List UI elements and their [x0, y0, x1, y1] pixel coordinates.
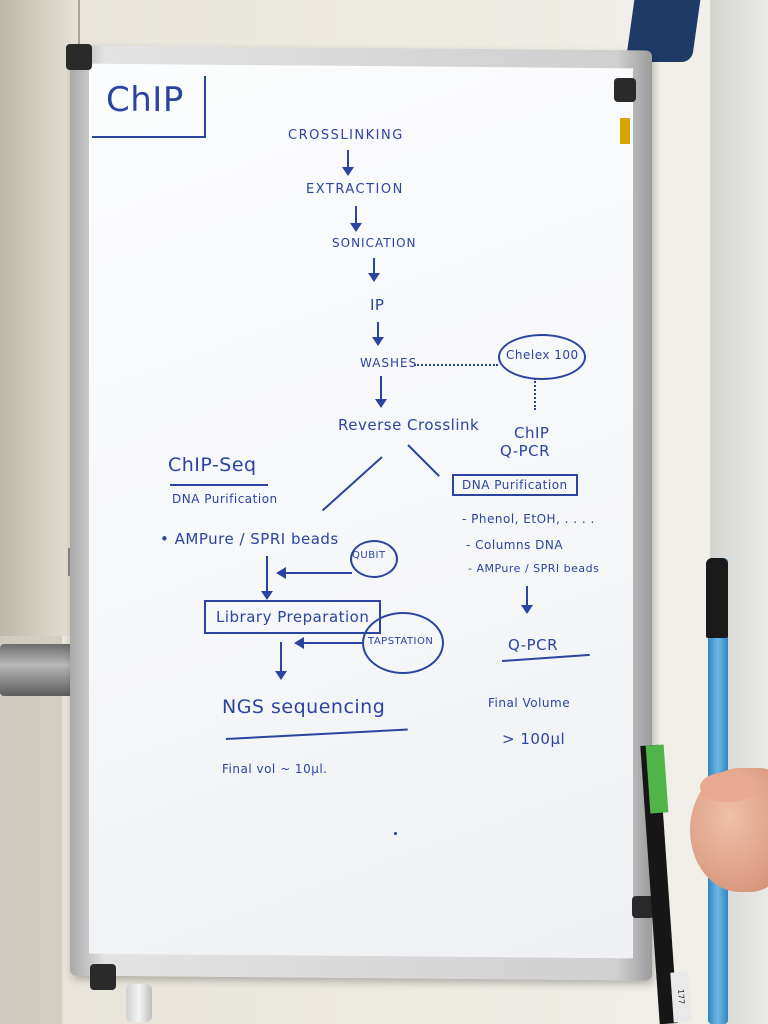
marker-dot: [394, 832, 397, 835]
chip-seq-heading: ChIP-Seq: [168, 454, 257, 476]
wall-pipe: [0, 644, 76, 696]
step-crosslinking: CROSSLINKING: [288, 128, 404, 143]
right-final-label: Final Volume: [488, 696, 571, 710]
frame-corner-top-left: [66, 44, 92, 70]
step-extraction: EXTRACTION: [306, 182, 404, 197]
frame-corner-top-right: [614, 78, 636, 102]
arrow-down-icon: [275, 642, 287, 680]
left-item-ampure: • AMPure / SPRI beads: [160, 530, 339, 548]
tapestation-label: TAPSTATION: [368, 636, 434, 647]
ngs-sequencing: NGS sequencing: [222, 696, 386, 718]
whiteboard: [89, 63, 633, 959]
left-final-volume: Final vol ~ 10µl.: [222, 762, 328, 776]
mop-label: 177: [670, 971, 692, 1023]
arrow-down-icon: [261, 556, 273, 600]
hand-knuckle: [700, 772, 756, 802]
arrow-down-icon: [375, 376, 387, 408]
left-dna-purification: DNA Purification: [172, 492, 278, 506]
step-ip: IP: [370, 296, 385, 314]
arrow-left-icon: [276, 567, 352, 579]
library-preparation-box: Library Preparation: [204, 600, 382, 634]
broom-handle-cap: [706, 558, 728, 638]
arrow-down-icon: [521, 586, 533, 614]
right-item-columns: - Columns DNA: [466, 538, 564, 552]
dotted-connector: [414, 364, 498, 366]
cabinet: [0, 0, 80, 636]
right-final-value: > 100µl: [502, 730, 566, 748]
arrow-down-icon: [342, 150, 354, 176]
wall-panel: [0, 696, 30, 1024]
frame-sticker: [620, 118, 630, 144]
arrow-down-icon: [372, 322, 384, 346]
right-dna-purification-box: DNA Purification: [452, 474, 578, 496]
chelex-oval: [498, 334, 586, 380]
dotted-arrow: [534, 378, 536, 410]
chip-seq-underline: [170, 484, 268, 486]
chip-qpcr-line2: Q-PCR: [500, 442, 551, 460]
frame-corner-bottom-right: [632, 896, 654, 918]
qubit-label: QUBIT: [352, 550, 386, 561]
chelex-label: Chelex 100: [506, 348, 579, 362]
frame-corner-bottom-left: [90, 964, 116, 990]
right-qpcr-result: Q-PCR: [508, 636, 559, 654]
right-item-ampure: - AMPure / SPRI beads: [468, 562, 600, 575]
arrow-down-icon: [350, 206, 362, 232]
qubit-oval: [350, 540, 398, 578]
right-item-phenol: - Phenol, EtOH, . . . .: [462, 512, 595, 526]
arrow-left-icon: [294, 637, 364, 649]
step-reverse-crosslink: Reverse Crosslink: [338, 416, 480, 434]
step-washes: WASHES: [360, 356, 418, 370]
board-title: ChIP: [106, 80, 184, 120]
arrow-down-icon: [368, 258, 380, 282]
title-box: [92, 76, 206, 138]
chip-qpcr-line1: ChIP: [514, 424, 550, 442]
step-sonication: SONICATION: [332, 236, 417, 250]
marker-tray-knob: [126, 984, 152, 1022]
